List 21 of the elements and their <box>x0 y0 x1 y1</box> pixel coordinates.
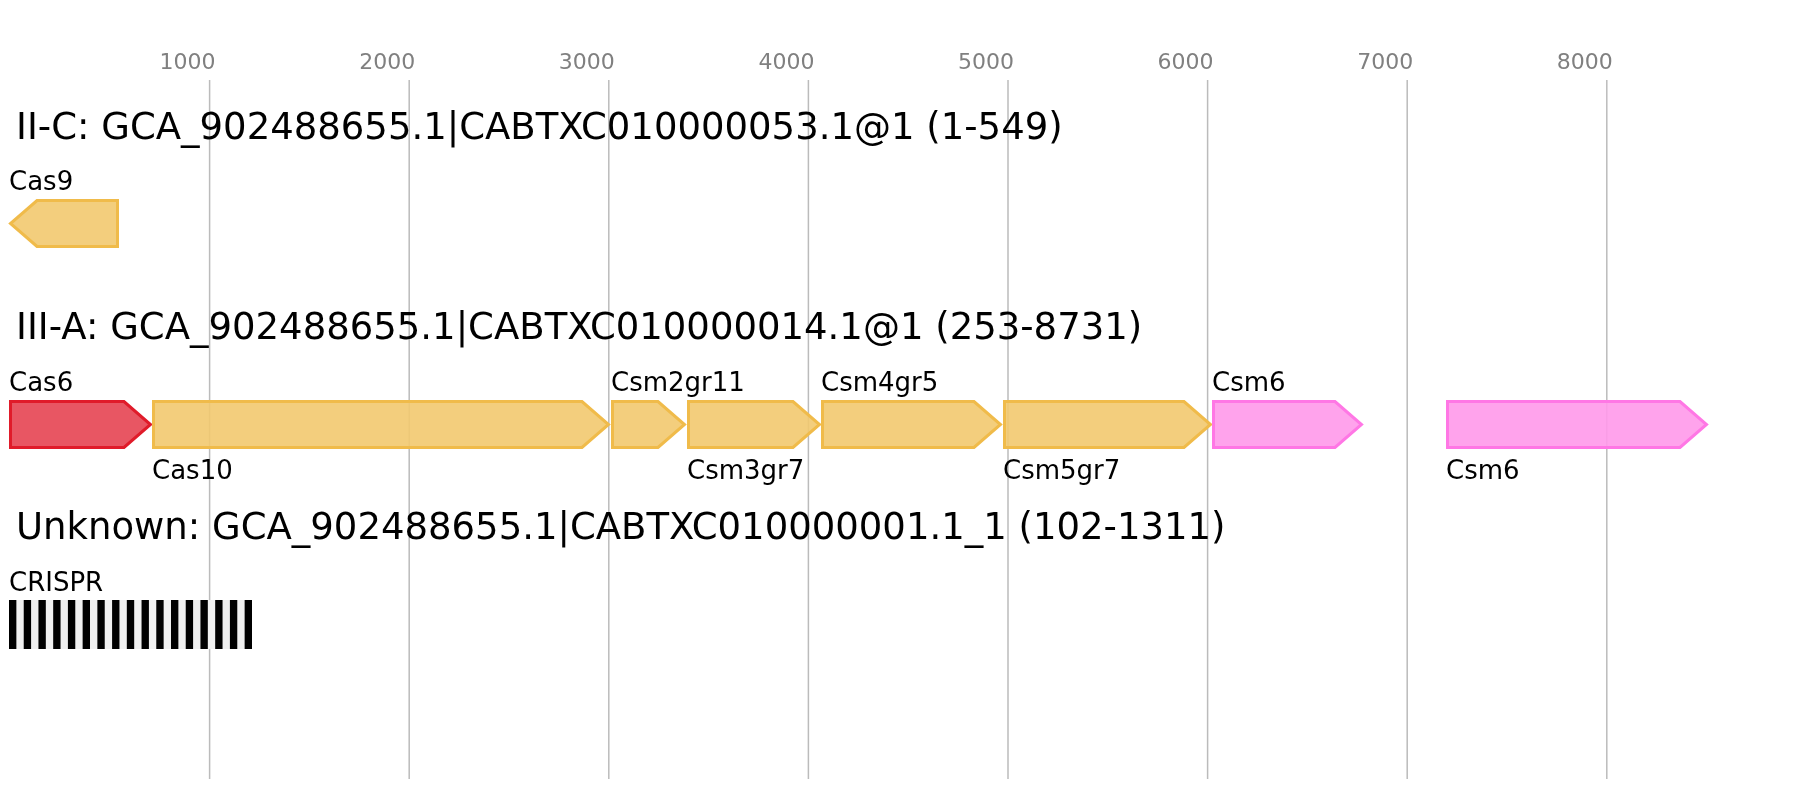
gene-label: Cas6 <box>9 367 75 397</box>
gene-label: Cas10 <box>152 455 234 485</box>
gene-label: Csm6 <box>1212 367 1287 397</box>
axis-tick-label: 1000 <box>159 49 216 75</box>
gene-label: Cas9 <box>9 166 75 196</box>
gene-label: Csm6 <box>1446 455 1521 485</box>
track-title: II-C: GCA_902488655.1|CABTXC010000053.1@1 (1-549) <box>16 105 1063 149</box>
gene-label: Csm2gr11 <box>611 367 745 397</box>
track-title: Unknown: GCA_902488655.1|CABTXC010000001.1_1 (102-1311) <box>16 505 1226 549</box>
gene-label: Csm3gr7 <box>687 455 806 485</box>
axis-tick-label: 3000 <box>558 49 615 75</box>
gene-label: CRISPR <box>9 567 105 597</box>
axis-tick-label: 4000 <box>758 49 815 75</box>
axis-tick-label: 5000 <box>958 49 1014 75</box>
gene-label: Csm4gr5 <box>821 367 940 397</box>
axis-tick-label: 2000 <box>359 49 416 75</box>
axis-tick-label: 6000 <box>1157 49 1214 75</box>
axis-tick-label: 7000 <box>1357 49 1414 75</box>
gene-label: Csm5gr7 <box>1003 455 1122 485</box>
track-title: III-A: GCA_902488655.1|CABTXC010000014.1@1 (253-8731) <box>16 305 1143 349</box>
axis-tick-label: 8000 <box>1556 49 1613 75</box>
